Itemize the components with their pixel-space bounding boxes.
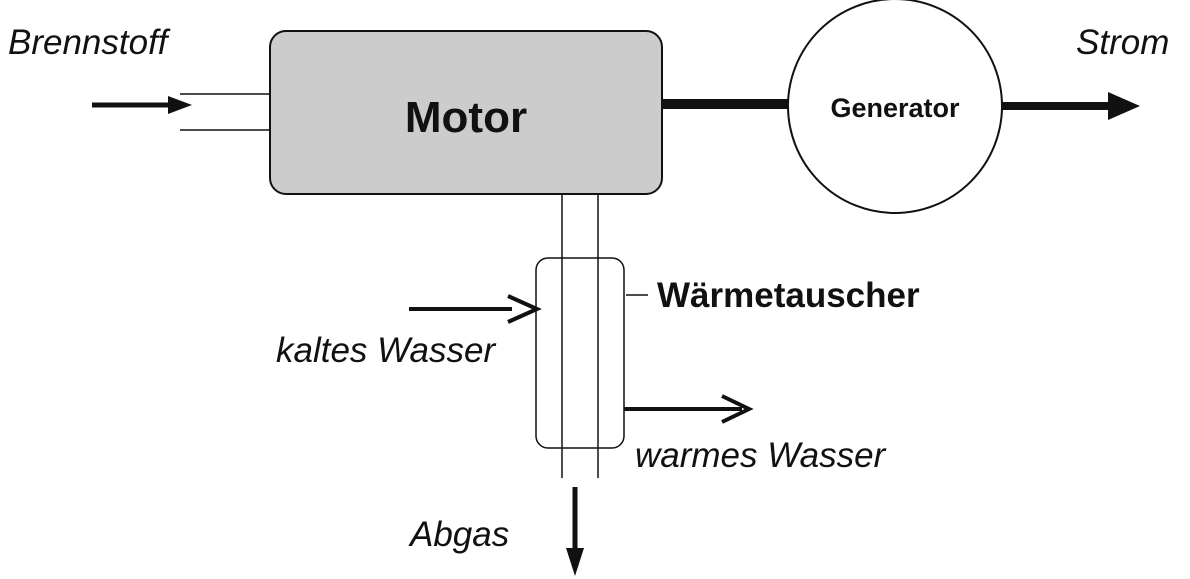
fuel-arrow-head [168,96,192,114]
fuel-label: Brennstoff [8,23,168,62]
engine-box [269,30,663,195]
engine-label: Motor [404,93,528,142]
warm-water-arrow-head [721,394,754,424]
cold-water-arrow-head [507,294,542,324]
heat-exchanger-box [535,257,625,449]
warm-water-label: warmes Wasser [635,436,886,475]
exhaust-arrow-head [566,548,584,576]
exhaust-label: Abgas [410,515,510,554]
power-label: Strom [1076,23,1170,62]
power-arrow-head [1108,92,1140,120]
generator-label: Generator [830,93,960,123]
cold-water-label: kaltes Wasser [276,331,496,370]
heat-exchanger-label: Wärmetauscher [657,276,920,315]
